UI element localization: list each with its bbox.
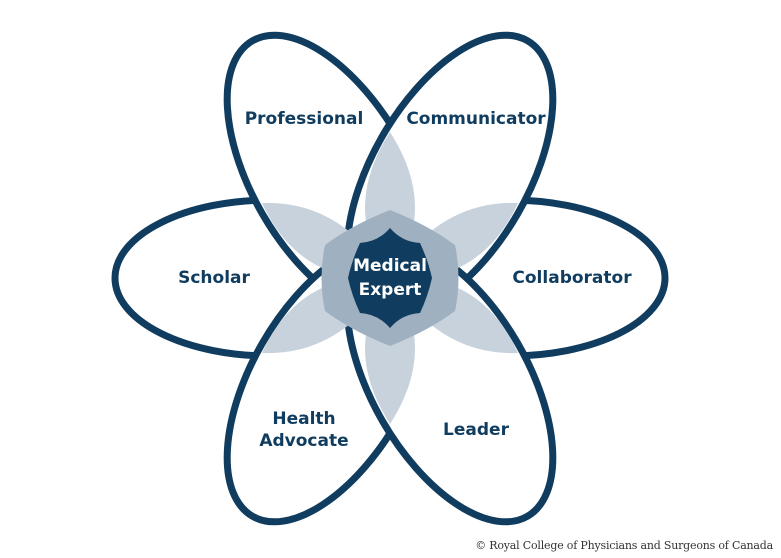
label-collaborator: Collaborator [512, 268, 632, 288]
label-scholar: Scholar [178, 268, 250, 288]
label-health-advocate-line2: Advocate [259, 431, 348, 451]
label-communicator: Communicator [406, 109, 546, 129]
center-label-line1: Medical [353, 256, 427, 276]
label-professional: Professional [245, 109, 364, 129]
label-health-advocate-line1: Health [272, 409, 335, 429]
center-label-line2: Expert [359, 280, 422, 300]
copyright-notice: © Royal College of Physicians and Surgeo… [475, 539, 773, 552]
center-medical-expert-shape [348, 228, 432, 328]
label-leader: Leader [443, 420, 510, 440]
